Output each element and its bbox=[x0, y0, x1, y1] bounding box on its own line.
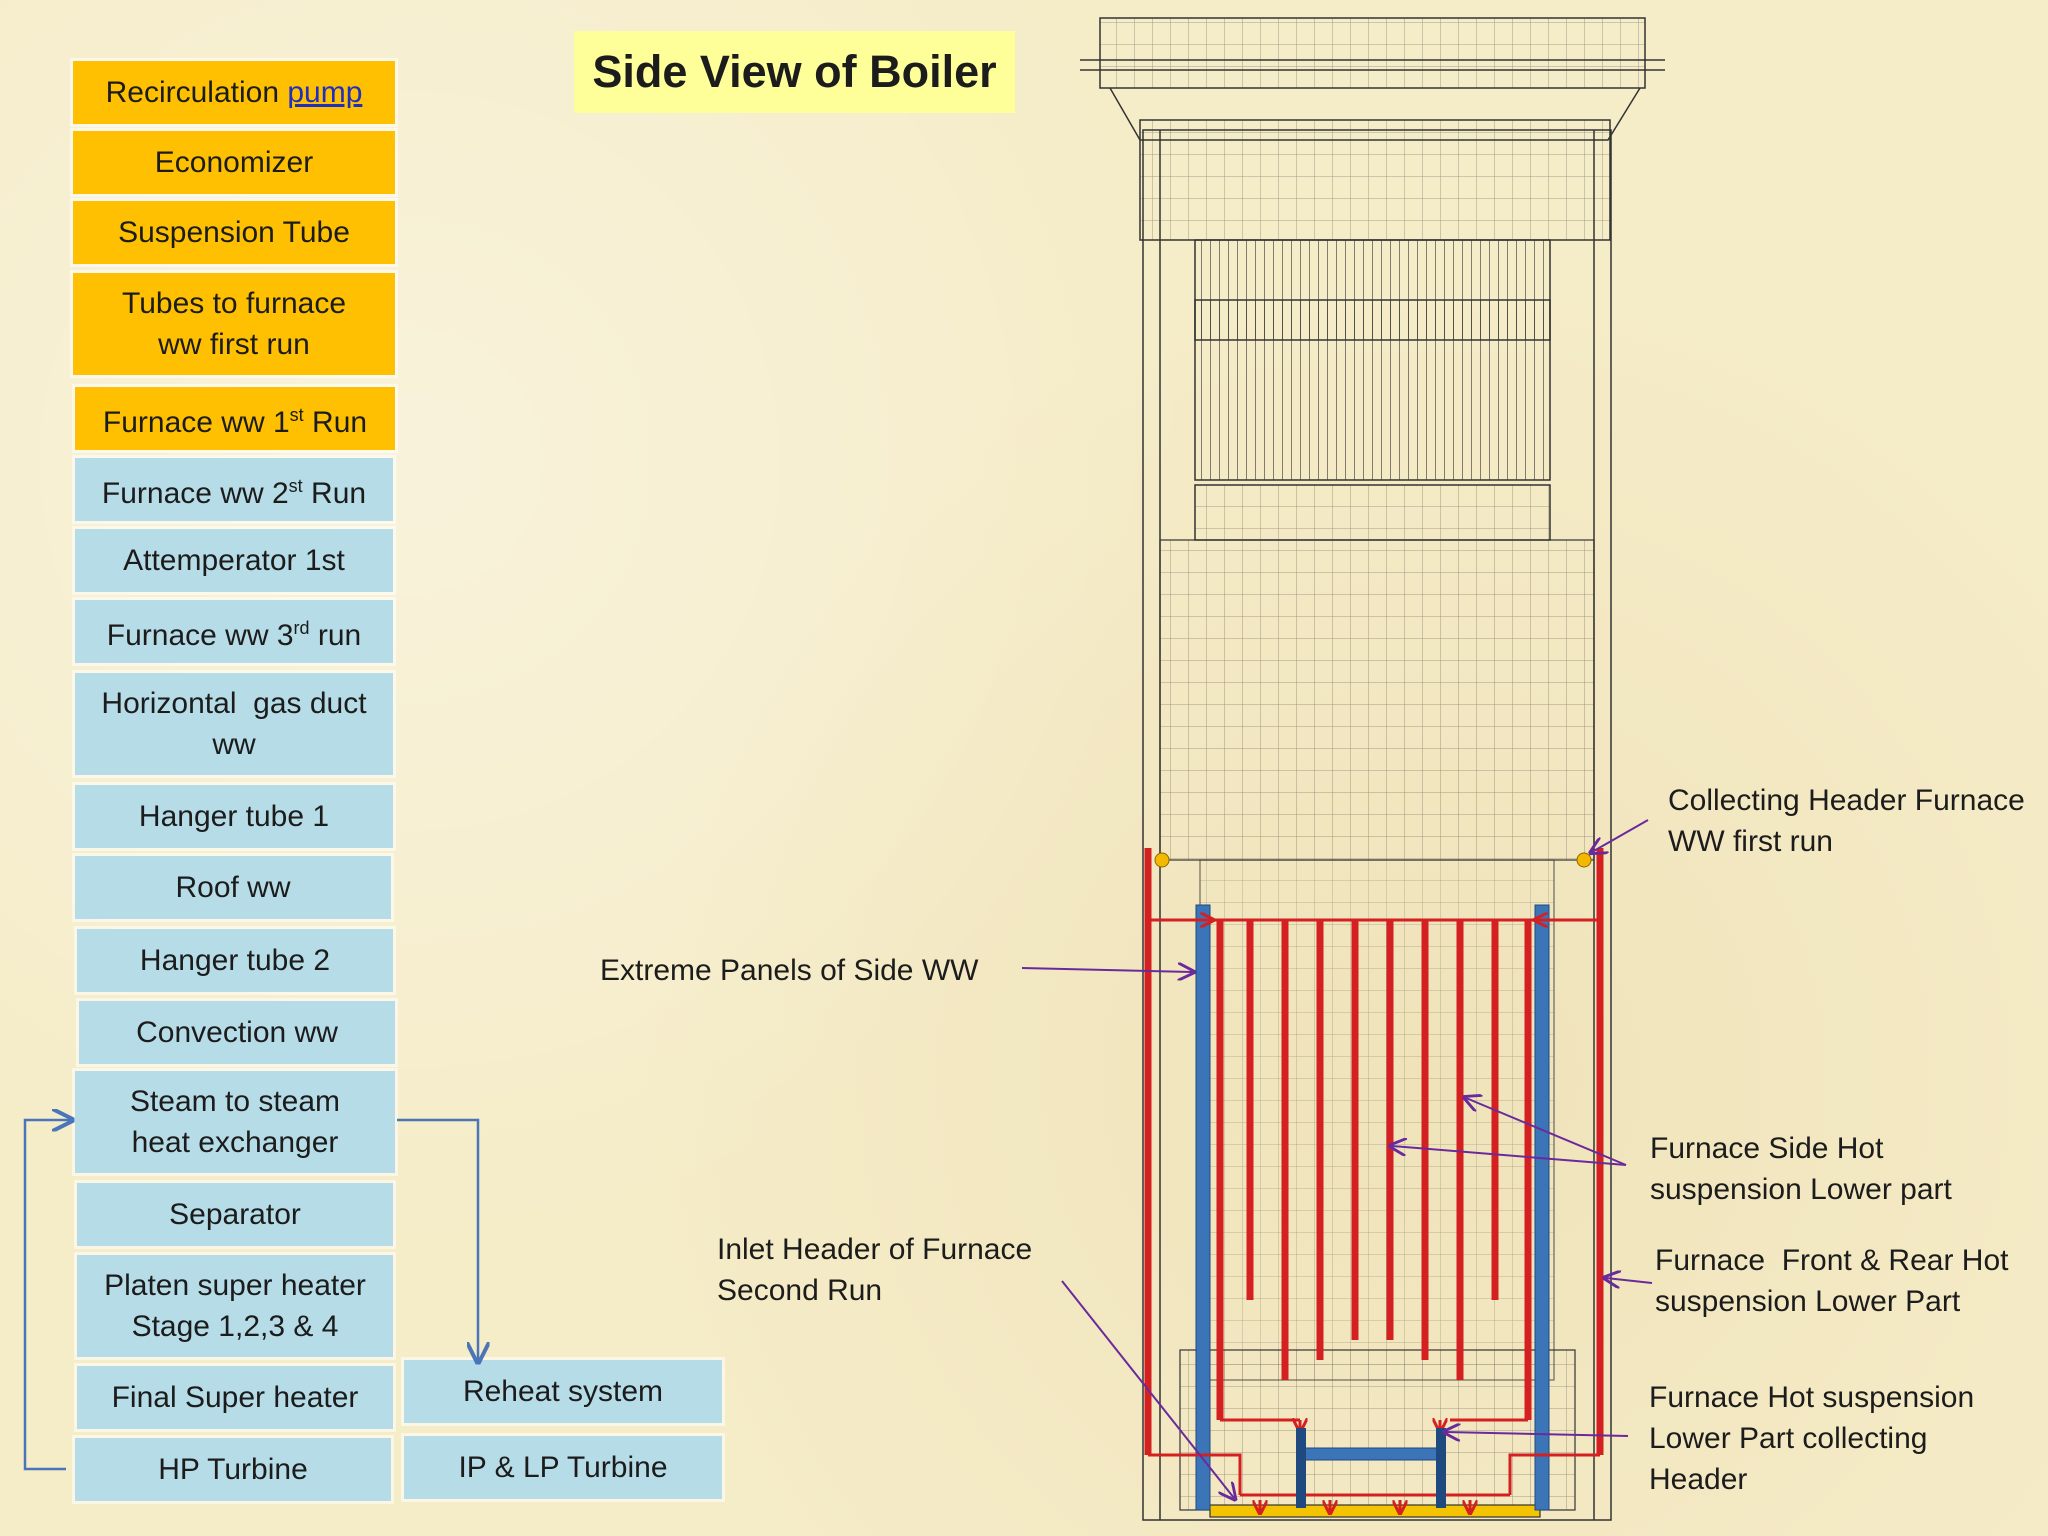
annotation-front-rear-hot: Furnace Front & Rear Hot suspension Lowe… bbox=[1655, 1240, 2008, 1322]
box-label: run bbox=[309, 618, 362, 652]
annotation-line: Furnace Side Hot bbox=[1650, 1132, 1884, 1165]
callout-pointers bbox=[1021, 819, 1653, 1498]
annotation-inlet-header: Inlet Header of Furnace Second Run bbox=[717, 1229, 1032, 1311]
box-hanger-tube-1: Hanger tube 1 bbox=[75, 785, 393, 848]
box-steam-to-steam-heat-exchanger: Steam to steam heat exchanger bbox=[75, 1071, 395, 1173]
box-tubes-to-furnace: Tubes to furnace ww first run bbox=[73, 273, 395, 375]
page-title: Side View of Boiler bbox=[574, 31, 1015, 113]
annotation-line: Collecting Header Furnace bbox=[1668, 784, 2025, 817]
box-label: Platen super heater bbox=[104, 1269, 366, 1302]
box-sup: st bbox=[288, 475, 303, 496]
box-separator: Separator bbox=[77, 1183, 393, 1246]
box-hanger-tube-2: Hanger tube 2 bbox=[77, 929, 393, 992]
box-sup: rd bbox=[293, 617, 310, 638]
box-ip-lp-turbine: IP & LP Turbine bbox=[404, 1436, 722, 1499]
box-convection-ww: Convection ww bbox=[79, 1001, 395, 1064]
annotation-furnace-side-hot: Furnace Side Hot suspension Lower part bbox=[1650, 1128, 1952, 1210]
annotation-line: Furnace Hot suspension bbox=[1649, 1381, 1975, 1414]
box-label: Furnace ww 1 bbox=[102, 405, 290, 439]
box-reheat-system: Reheat system bbox=[404, 1360, 722, 1423]
hot-suspension-pipes bbox=[1144, 848, 1604, 1455]
annotation-line: suspension Lower Part bbox=[1655, 1285, 1961, 1318]
lower-collecting-header bbox=[1296, 1428, 1446, 1508]
annotation-collecting-header: Collecting Header Furnace WW first run bbox=[1668, 780, 2025, 862]
box-label: Tubes to furnace bbox=[121, 287, 347, 320]
boiler-top-structure bbox=[1080, 17, 1665, 1521]
box-furnace-ww-3rd-run: Furnace ww 3rd run bbox=[75, 600, 393, 663]
annotation-line: Inlet Header of Furnace bbox=[717, 1233, 1033, 1266]
box-label: Recirculation bbox=[105, 76, 288, 109]
box-label: heat exchanger bbox=[131, 1126, 339, 1159]
box-label: ww first run bbox=[158, 328, 310, 361]
box-label: Furnace ww 2 bbox=[101, 476, 289, 510]
hot-suspension-headers bbox=[1148, 918, 1600, 1497]
annotation-line: Lower Part collecting bbox=[1649, 1422, 1928, 1455]
header-flow-arrows bbox=[1160, 920, 1588, 1512]
box-recirculation-pump: Recirculation pump bbox=[73, 61, 395, 124]
box-furnace-ww-2st-run: Furnace ww 2st Run bbox=[75, 458, 393, 521]
loop-back-arrow bbox=[23, 1120, 70, 1471]
pump-link[interactable]: pump bbox=[287, 76, 363, 109]
box-roof-ww: Roof ww bbox=[75, 856, 391, 919]
box-sup: st bbox=[289, 404, 304, 425]
box-label: ww bbox=[212, 728, 256, 761]
box-label: Steam to steam bbox=[129, 1085, 341, 1118]
box-label: Stage 1,2,3 & 4 bbox=[131, 1310, 339, 1343]
annotation-line: WW first run bbox=[1668, 825, 1833, 858]
box-hp-turbine: HP Turbine bbox=[75, 1438, 391, 1501]
box-label: Horizontal gas duct bbox=[101, 687, 367, 720]
annotation-line: Header bbox=[1649, 1463, 1748, 1496]
collecting-header-markers bbox=[1154, 852, 1592, 868]
box-label: Run bbox=[302, 476, 367, 510]
box-label: Run bbox=[303, 405, 368, 439]
to-reheat-arrow bbox=[397, 1118, 478, 1360]
box-furnace-ww-1st-run: Furnace ww 1st Run bbox=[75, 387, 395, 450]
box-attemperator-1st: Attemperator 1st bbox=[75, 529, 393, 592]
box-economizer: Economizer bbox=[73, 131, 395, 194]
box-label: Furnace ww 3 bbox=[106, 618, 294, 652]
annotation-line: suspension Lower part bbox=[1650, 1173, 1952, 1206]
annotation-hot-suspension-collecting: Furnace Hot suspension Lower Part collec… bbox=[1649, 1377, 1974, 1500]
annotation-line: Second Run bbox=[717, 1274, 883, 1307]
box-final-super-heater: Final Super heater bbox=[77, 1366, 393, 1429]
box-suspension-tube: Suspension Tube bbox=[73, 201, 395, 264]
box-horizontal-gas-duct: Horizontal gas duct ww bbox=[75, 673, 393, 775]
annotation-extreme-panels: Extreme Panels of Side WW bbox=[600, 954, 979, 987]
annotation-line: Furnace Front & Rear Hot bbox=[1655, 1244, 2009, 1277]
